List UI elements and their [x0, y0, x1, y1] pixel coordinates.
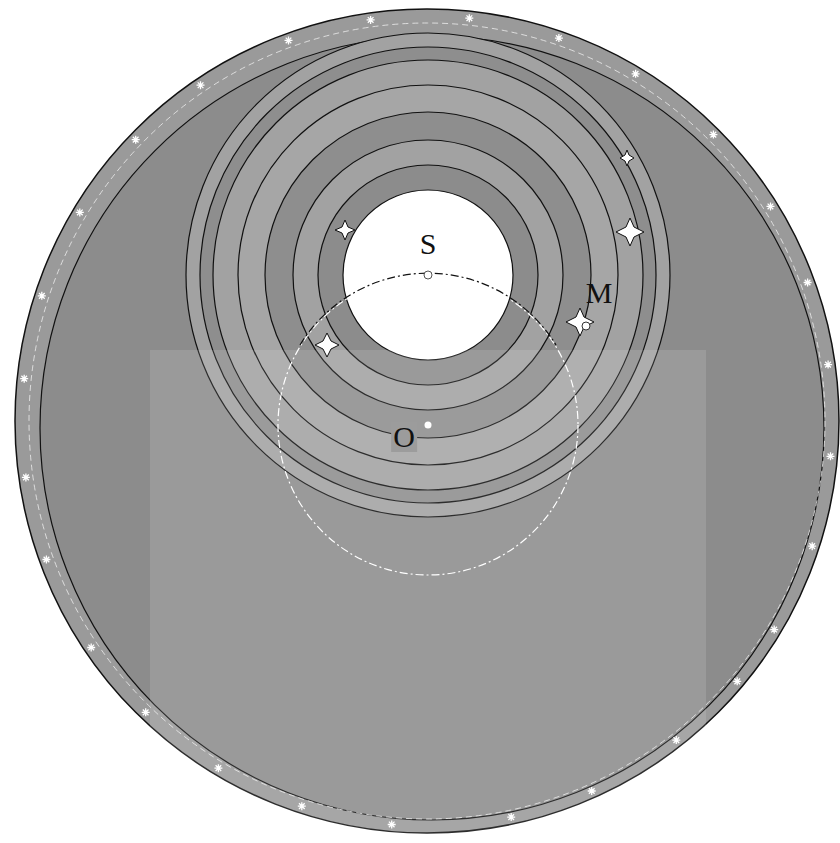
watermark-panel [150, 350, 706, 843]
star-mark [76, 208, 84, 216]
planets [315, 150, 644, 357]
star-mark [22, 473, 30, 481]
star-mark [804, 279, 812, 287]
star-mark [733, 677, 741, 685]
star-mark [20, 375, 28, 383]
point-label: O [391, 422, 417, 452]
point-label: M [586, 278, 613, 308]
star-mark [285, 36, 293, 44]
sun-disc [343, 190, 513, 360]
star-mark [142, 708, 150, 716]
star-mark [824, 361, 832, 369]
sun-orbit [278, 275, 578, 575]
star-mark [827, 452, 835, 460]
sun-orbit-arc [300, 273, 556, 345]
star-mark [770, 626, 778, 634]
star-mark [367, 16, 375, 24]
star-mark [808, 542, 816, 550]
star-mark [465, 14, 473, 22]
sun-center [424, 271, 432, 279]
star-mark [197, 81, 205, 89]
star-mark [555, 34, 563, 42]
star-mark [38, 292, 46, 300]
earth-center [425, 422, 432, 429]
star-mark [87, 644, 95, 652]
star-mark [767, 202, 775, 210]
mars-center [582, 322, 590, 330]
star-mark [42, 556, 50, 564]
point-label: S [420, 229, 437, 259]
star-mark [132, 136, 140, 144]
star-mark [632, 70, 640, 78]
star-mark [709, 131, 717, 139]
